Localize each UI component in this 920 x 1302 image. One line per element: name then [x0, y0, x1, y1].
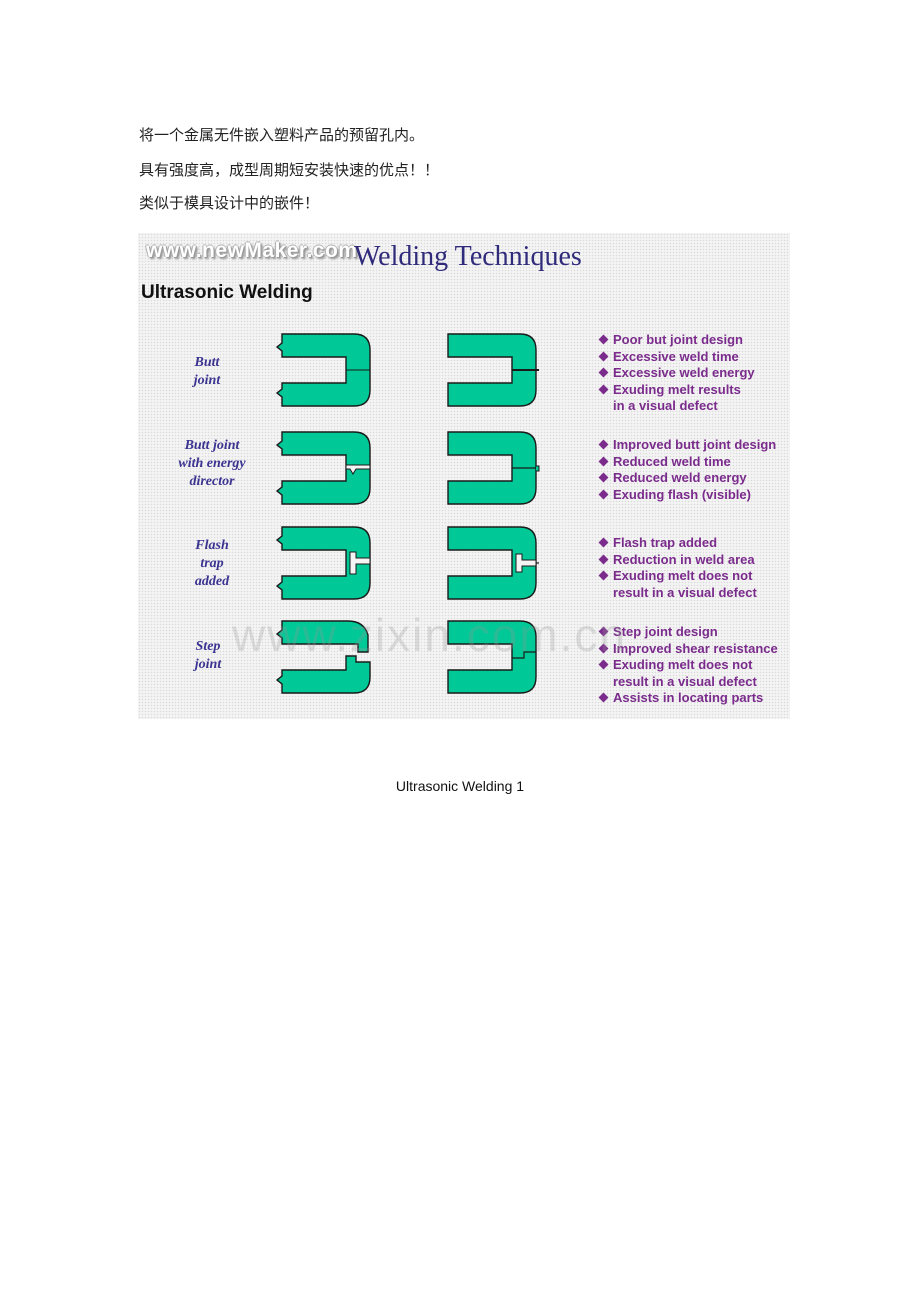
step-joint-part-before [275, 620, 371, 694]
bullet-item: Exuding melt does not result in a visual… [598, 657, 778, 690]
bullet-item: Exuding flash (visible) [598, 487, 776, 504]
bullet-item: Excessive weld time [598, 349, 755, 366]
butt-joint-bullets: Poor but joint design Excessive weld tim… [598, 332, 755, 415]
bullet-item: Exuding melt results in a visual defect [598, 382, 755, 415]
flash-trap-part-after [447, 526, 539, 600]
flash-trap-part-before [275, 526, 371, 600]
bullet-item: Improved shear resistance [598, 641, 778, 658]
butt-joint-part-after [447, 333, 539, 407]
row-label-butt-joint: Butt joint [193, 355, 221, 388]
bullet-item: Flash trap added [598, 535, 757, 552]
bullet-item: Reduction in weld area [598, 552, 757, 569]
figure-caption: Ultrasonic Welding 1 [395, 778, 525, 794]
row-label-step-joint: Step joint [194, 639, 222, 672]
bullet-item: Step joint design [598, 624, 778, 641]
zixin-watermark: www.zixin.com.cn [232, 609, 627, 661]
paragraph-2: 具有强度高，成型周期短安装快速的优点！！ [139, 161, 440, 179]
figure-title: Welding Techniques [354, 241, 582, 272]
site-watermark: www.newMaker.com [146, 239, 358, 262]
energy-director-part-after [447, 431, 540, 505]
bullet-item: Reduced weld energy [598, 470, 776, 487]
row-label-flash-trap: Flash trap added [194, 538, 230, 589]
bullet-item: Reduced weld time [598, 454, 776, 471]
row-label-energy-director: Butt joint with energy director [178, 438, 246, 489]
step-joint-part-after [447, 620, 537, 694]
flash-trap-bullets: Flash trap added Reduction in weld area … [598, 535, 757, 601]
butt-joint-part-before [275, 333, 371, 407]
bullet-item: Assists in locating parts [598, 690, 778, 707]
paragraph-3: 类似于模具设计中的嵌件！ [139, 194, 320, 212]
welding-techniques-figure: www.newMaker.com Welding Techniques Ultr… [138, 233, 790, 719]
bullet-item: Exuding melt does not result in a visual… [598, 568, 757, 601]
bullet-item: Excessive weld energy [598, 365, 755, 382]
paragraph-1: 将一个金属无件嵌入塑料产品的预留孔内。 [139, 126, 425, 144]
step-joint-bullets: Step joint design Improved shear resista… [598, 624, 778, 707]
bullet-item: Poor but joint design [598, 332, 755, 349]
energy-director-part-before [275, 431, 371, 505]
figure-subtitle: Ultrasonic Welding [141, 282, 313, 303]
bullet-item: Improved butt joint design [598, 437, 776, 454]
energy-director-bullets: Improved butt joint design Reduced weld … [598, 437, 776, 503]
